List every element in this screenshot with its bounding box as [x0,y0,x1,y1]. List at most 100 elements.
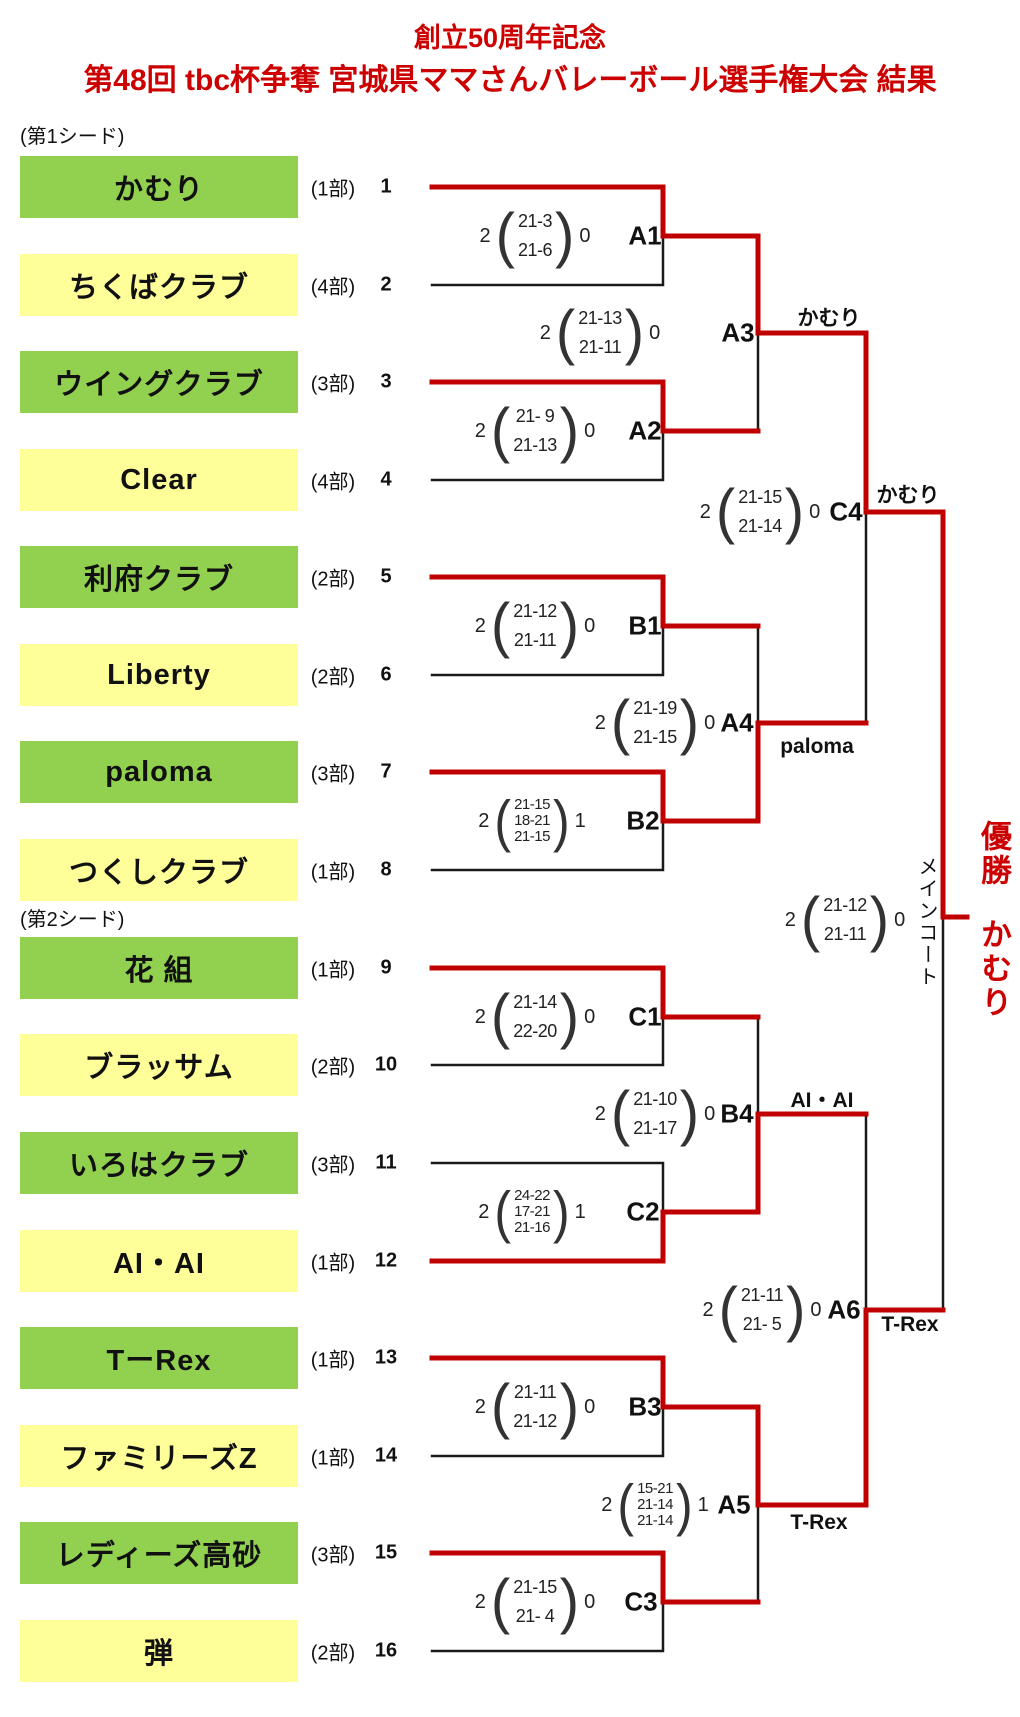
team-division: (3部) [310,373,356,396]
team-number: 5 [380,565,392,588]
set-score: 21-17 [633,1118,677,1138]
set-score: 21-16 [514,1219,550,1236]
match-label-A5: A5 [717,1489,751,1520]
loser-sets: 0 [584,419,596,442]
team-division: (2部) [310,666,356,689]
champion-label: 優勝 [976,820,1011,888]
match-label-A3: A3 [721,317,755,348]
set-score: 21- 5 [742,1314,782,1334]
paren-left: ( [617,1472,635,1537]
team-division: (1部) [310,1252,356,1275]
loser-sets: 1 [574,1200,586,1223]
winner-sets: 2 [479,224,491,247]
match-label-C2: C2 [626,1196,660,1227]
paren-right: ) [624,298,645,367]
team-number: 8 [380,858,392,881]
paren-right: ) [679,688,700,757]
winner-sets: 2 [784,908,796,931]
set-score: 21-11 [513,630,557,650]
set-score: 15-21 [637,1480,673,1497]
team-box-tsukushi: つくしクラブ [20,839,298,901]
winner-name-A5: T-Rex [790,1511,848,1534]
team-box-ai-ai: AI・AI [20,1230,298,1292]
set-score: 21-6 [517,240,553,260]
set-score: 21-10 [633,1089,677,1109]
team-box-kamuri: かむり [20,156,298,218]
set-score: 21-11 [513,1382,557,1402]
paren-right: ) [559,591,580,660]
winner-sets: 2 [474,419,486,442]
paren-right: ) [675,1472,693,1537]
match-label-B4: B4 [720,1098,754,1129]
match-label-A2: A2 [628,415,662,446]
paren-left: ( [494,1179,512,1244]
set-score: 21-12 [513,601,557,621]
team-number: 6 [380,663,392,686]
winner-sets: 2 [478,809,490,832]
team-number: 9 [380,956,392,979]
match-label-C4: C4 [829,496,863,527]
paren-left: ( [495,201,515,270]
paren-right: ) [784,477,805,546]
paren-left: ( [490,396,511,465]
set-score: 21- 4 [515,1606,555,1626]
paren-left: ( [490,591,511,660]
loser-sets: 1 [574,809,586,832]
team-box-liberty: Liberty [20,644,298,706]
set-score: 21-15 [513,1577,557,1597]
set-score: 24-22 [514,1187,550,1204]
loser-sets: 0 [704,711,716,734]
team-box-families-z: ファミリーズZ [20,1425,298,1487]
winner-sets: 2 [601,1493,613,1516]
team-box-t-rex: TーRex [20,1327,298,1389]
paren-left: ( [490,1372,511,1441]
match-label-B3: B3 [628,1391,662,1422]
set-score: 21-14 [513,992,557,1012]
team-number: 15 [374,1541,398,1564]
loser-sets: 0 [579,224,591,247]
team-division: (3部) [310,763,356,786]
paren-left: ( [490,982,511,1051]
match-label-C3: C3 [624,1586,658,1617]
winner-sets: 2 [478,1200,490,1223]
paren-right: ) [679,1079,700,1148]
team-division: (3部) [310,1154,356,1177]
loser-sets: 0 [584,1005,596,1028]
seed-2-label: (第2シード) [20,909,125,931]
seed-1-label: (第1シード) [20,126,125,148]
event-title: 第48回 tbc杯争奪 宮城県ママさんバレーボール選手権大会 結果 [83,64,937,97]
team-division: (4部) [310,276,356,299]
team-division: (1部) [310,959,356,982]
winner-sets: 2 [594,711,606,734]
winner-sets: 2 [702,1298,714,1321]
set-score: 21-15 [514,796,550,813]
team-number: 1 [380,175,392,198]
team-box-clear: Clear [20,449,298,511]
team-number: 16 [374,1639,398,1662]
team-number: 3 [380,370,392,393]
winner-sets: 2 [474,1005,486,1028]
winner-name-A3: かむり [797,307,861,330]
winner-sets: 2 [474,614,486,637]
paren-left: ( [718,1275,738,1344]
set-score: 21-12 [823,895,867,915]
set-score: 21-11 [823,924,867,944]
loser-sets: 1 [697,1493,709,1516]
paren-right: ) [552,788,570,853]
set-score: 21-15 [633,727,677,747]
set-score: 21-3 [517,211,553,231]
team-box-hanagumi: 花 組 [20,937,298,999]
paren-right: ) [786,1275,806,1344]
paren-left: ( [610,1079,631,1148]
team-division: (4部) [310,471,356,494]
team-number: 10 [374,1053,398,1076]
winner-name-C4: かむり [876,484,940,507]
paren-left: ( [715,477,736,546]
team-number: 13 [374,1346,398,1369]
team-division: (2部) [310,568,356,591]
paren-left: ( [610,688,631,757]
team-box-rifu-club: 利府クラブ [20,546,298,608]
